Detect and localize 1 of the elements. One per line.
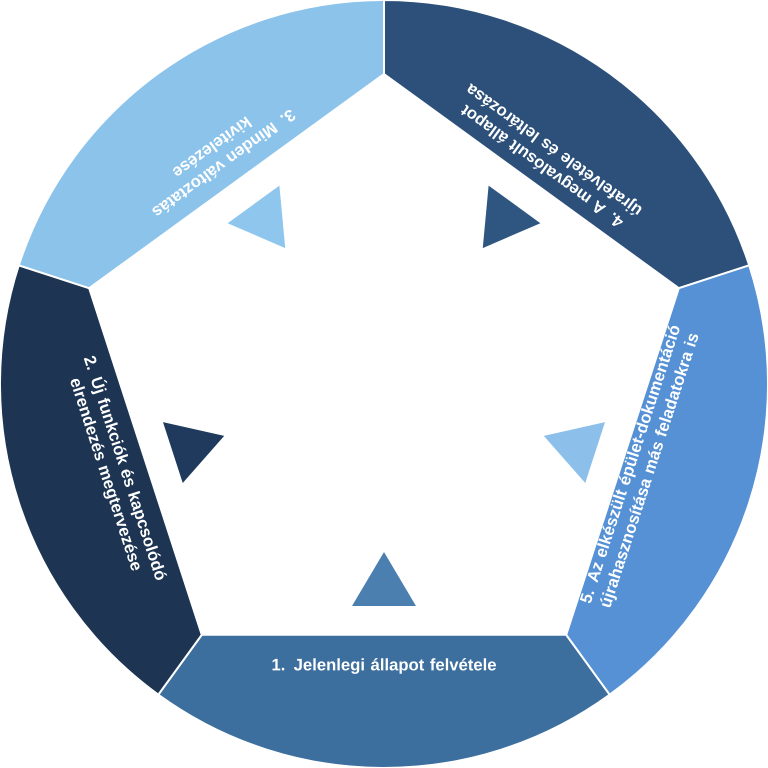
segment: 1. Jelenlegi állapot felvétele: [157, 634, 611, 768]
